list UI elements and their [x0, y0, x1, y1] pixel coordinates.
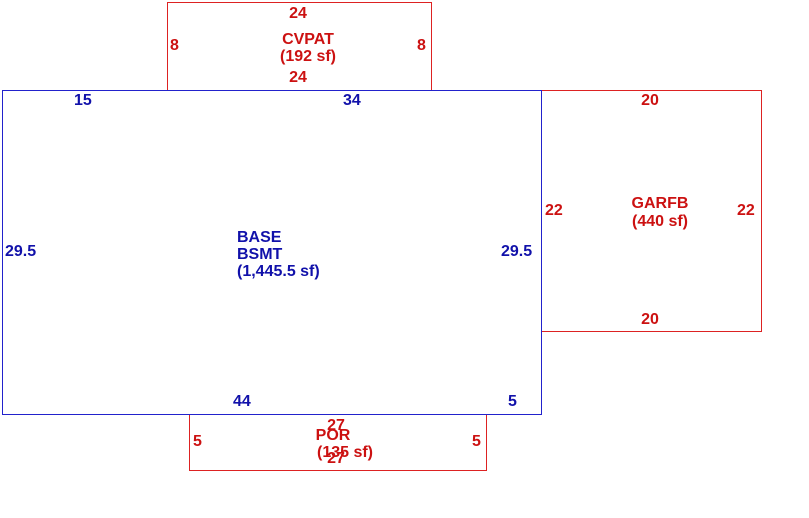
base-area: (1,445.5 sf)	[237, 263, 320, 280]
base-outline	[2, 90, 542, 415]
base-dim-top-left: 15	[74, 92, 92, 109]
cvpat-dim-bottom: 24	[289, 69, 307, 86]
base-dim-bottom-right: 5	[508, 393, 517, 410]
cvpat-area: (192 sf)	[279, 48, 337, 65]
base-name: BASE	[237, 229, 282, 246]
por-dim-left: 5	[193, 433, 202, 450]
garfb-dim-right: 22	[737, 202, 755, 219]
base-dim-right: 29.5	[501, 243, 533, 260]
cvpat-dim-right: 8	[417, 37, 426, 54]
cvpat-dim-left: 8	[170, 37, 179, 54]
base-name-2: BSMT	[237, 246, 283, 263]
cvpat-dim-top: 24	[289, 5, 307, 22]
por-name: POR	[315, 427, 351, 444]
base-dim-top-right: 34	[343, 92, 361, 109]
garfb-name: GARFB	[631, 195, 689, 212]
garfb-dim-left: 22	[545, 202, 563, 219]
base-dim-bottom-left: 44	[233, 393, 251, 410]
garfb-dim-bottom: 20	[641, 311, 659, 328]
por-dim-top: 27	[327, 417, 345, 434]
base-dim-left: 29.5	[5, 243, 37, 260]
por-area: (135 sf)	[316, 444, 374, 461]
por-dim-right: 5	[472, 433, 481, 450]
cvpat-name: CVPAT	[282, 31, 334, 48]
garfb-dim-top: 20	[641, 92, 659, 109]
garfb-area: (440 sf)	[631, 213, 689, 230]
por-dim-bottom: 27	[327, 450, 345, 467]
